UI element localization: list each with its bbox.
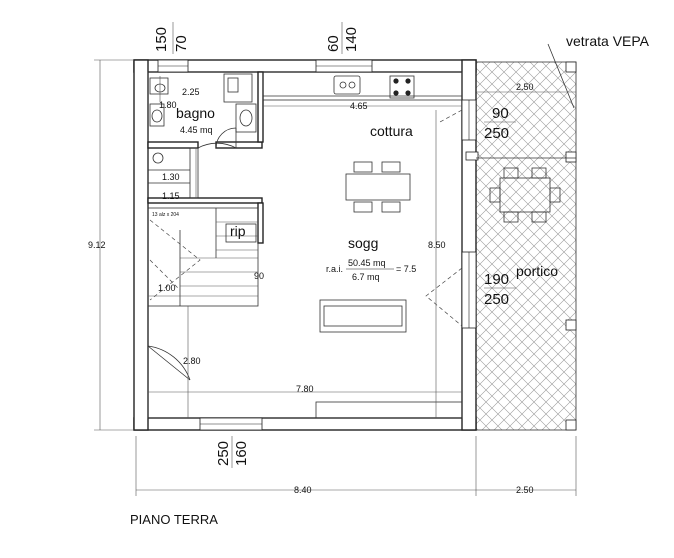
dimension-lines bbox=[94, 59, 577, 496]
window-top-left-b: 150 bbox=[153, 27, 170, 52]
dim-780: 7.80 bbox=[296, 384, 314, 394]
dim-280: 2.80 bbox=[183, 356, 201, 366]
room-cottura: cottura bbox=[370, 123, 413, 139]
window-top-mid-b: 140 bbox=[343, 27, 360, 52]
rai-prefix: r.a.i. bbox=[326, 264, 343, 274]
windows bbox=[157, 59, 477, 431]
stair-note: 13 alz x 204 bbox=[152, 212, 179, 218]
rai-formula: r.a.i. 50.45 mq 6.7 mq = 7.5 bbox=[326, 258, 416, 282]
room-bagno: bagno bbox=[176, 105, 215, 121]
dim-840: 8.40 bbox=[294, 485, 312, 495]
bathroom-fixtures bbox=[149, 73, 257, 164]
dim-100: 1.00 bbox=[158, 283, 176, 293]
rai-numerator: 50.45 mq bbox=[348, 258, 386, 268]
portico-edges bbox=[465, 43, 577, 431]
room-bagno-area: 4.45 mq bbox=[180, 125, 213, 135]
window-right-mid-b: 250 bbox=[484, 291, 509, 308]
window-right-mid-a: 190 bbox=[484, 271, 509, 288]
room-sogg: sogg bbox=[348, 235, 378, 251]
dim-465: 4.65 bbox=[350, 101, 368, 111]
room-labels: bagno 4.45 mq cottura sogg portico rip bbox=[176, 105, 558, 279]
dim-250-bottom: 2.50 bbox=[516, 485, 534, 495]
rai-denominator: 6.7 mq bbox=[352, 272, 380, 282]
rai-result: = 7.5 bbox=[396, 264, 416, 274]
dim-250-top: 2.50 bbox=[516, 82, 534, 92]
window-bottom-a: 160 bbox=[233, 441, 250, 466]
vetrata-label: vetrata VEPA bbox=[566, 33, 650, 49]
window-bottom-b: 250 bbox=[215, 441, 232, 466]
dim-90: 90 bbox=[254, 271, 264, 281]
dim-850: 8.50 bbox=[428, 240, 446, 250]
furniture bbox=[315, 161, 561, 419]
dimension-labels: 2.25 1.80 4.65 1.30 1.15 1.00 90 2.80 7.… bbox=[88, 82, 534, 495]
dim-912: 9.12 bbox=[88, 240, 106, 250]
kitchen-counter bbox=[262, 71, 463, 101]
window-labels: 70 150 60 140 90 250 190 250 160 250 bbox=[153, 22, 516, 468]
room-rip: rip bbox=[230, 223, 246, 239]
window-right-top-a: 90 bbox=[492, 105, 509, 122]
window-top-left-a: 70 bbox=[173, 35, 190, 52]
plan-title: PIANO TERRA bbox=[130, 512, 218, 527]
interior-walls bbox=[147, 71, 264, 244]
dim-130: 1.30 bbox=[162, 172, 180, 182]
dim-115: 1.15 bbox=[162, 191, 180, 201]
window-top-mid-a: 60 bbox=[325, 35, 342, 52]
dim-225: 2.25 bbox=[182, 87, 200, 97]
window-right-top-b: 250 bbox=[484, 125, 509, 142]
stairs bbox=[147, 207, 259, 307]
portico-area bbox=[475, 61, 577, 431]
door-swings bbox=[147, 109, 463, 381]
dim-180: 1.80 bbox=[159, 100, 177, 110]
room-portico: portico bbox=[516, 263, 558, 279]
